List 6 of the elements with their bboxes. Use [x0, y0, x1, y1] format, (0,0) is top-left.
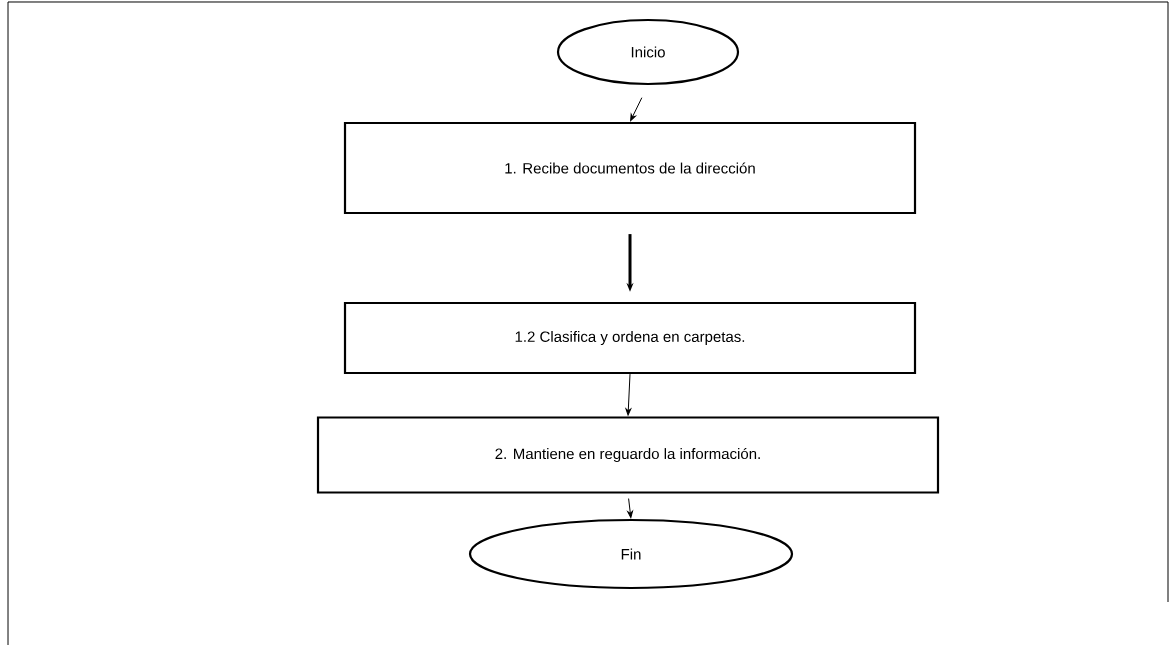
arrow	[627, 498, 633, 518]
arrow	[630, 97, 643, 122]
process-box: 2. Mantiene en reguardo la información.	[316, 416, 940, 494]
arrow	[625, 373, 632, 416]
process-box: 1.2 Clasifica y ordena en carpetas.	[343, 301, 917, 375]
process-box: 1. Recibe documentos de la dirección	[343, 121, 917, 215]
